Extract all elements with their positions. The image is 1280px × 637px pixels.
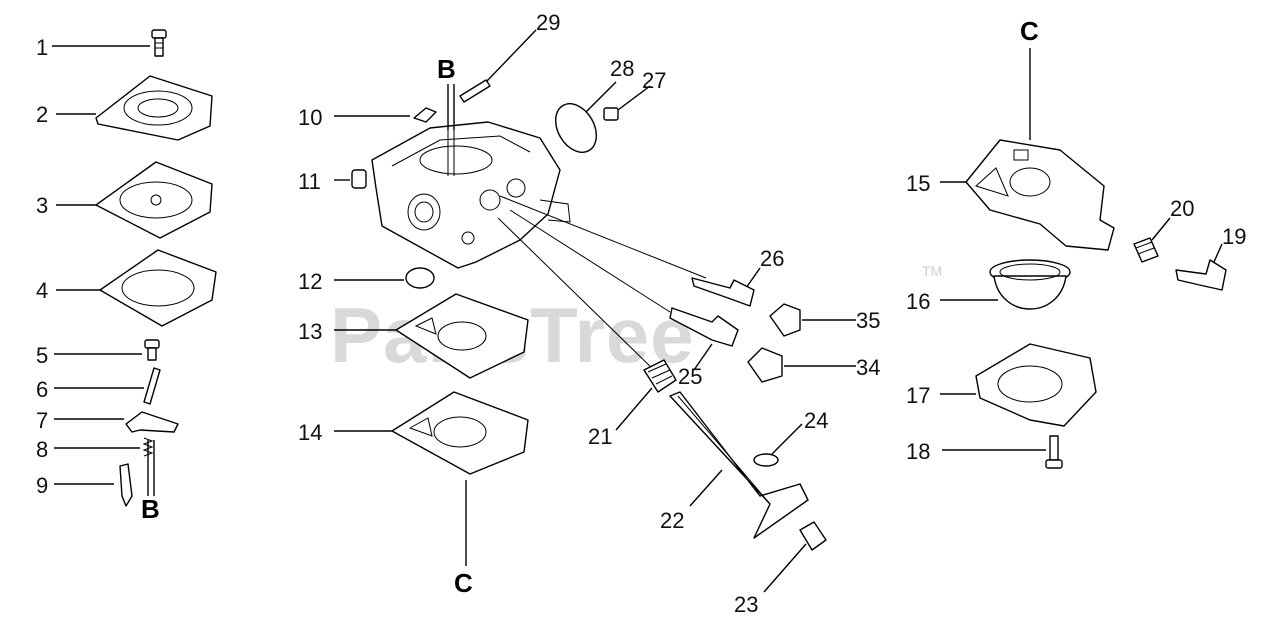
label-8: 8: [36, 437, 48, 462]
ref-b-bottom: B: [141, 494, 160, 524]
label-19: 19: [1222, 224, 1246, 249]
part-24-clip[interactable]: [753, 423, 803, 467]
label-22: 22: [660, 508, 684, 533]
part-35-cap[interactable]: [769, 303, 856, 337]
part-carburetor-body[interactable]: [371, 121, 571, 269]
part-12-cap[interactable]: [334, 267, 435, 289]
label-6: 6: [36, 377, 48, 402]
label-5: 5: [36, 343, 48, 368]
part-14-gasket[interactable]: [334, 391, 529, 475]
part-28-disc[interactable]: [547, 81, 617, 160]
label-21: 21: [588, 424, 612, 449]
part-22-shaft[interactable]: [669, 391, 809, 539]
label-7: 7: [36, 408, 48, 433]
label-10: 10: [298, 105, 322, 130]
part-3-diaphragm[interactable]: [56, 161, 213, 239]
label-16: 16: [906, 289, 930, 314]
part-15-cover[interactable]: [940, 139, 1115, 251]
ref-c-bottom: C: [454, 568, 473, 598]
label-27: 27: [642, 68, 666, 93]
part-4-gasket[interactable]: [56, 249, 217, 327]
part-13-gasket[interactable]: [334, 293, 529, 379]
label-17: 17: [906, 383, 930, 408]
part-17-plate[interactable]: [940, 343, 1097, 427]
label-24: 24: [804, 408, 828, 433]
ref-b-top: B: [437, 54, 456, 84]
label-20: 20: [1170, 196, 1194, 221]
label-11: 11: [298, 169, 321, 194]
part-23-screw[interactable]: [763, 521, 827, 593]
label-2: 2: [36, 102, 48, 127]
label-14: 14: [298, 420, 322, 445]
label-1: 1: [36, 35, 48, 60]
part-8-spring[interactable]: [54, 437, 154, 457]
part-1-screw[interactable]: [52, 29, 167, 57]
part-19-screw[interactable]: [1175, 243, 1227, 291]
part-10-clip[interactable]: [334, 107, 437, 123]
part-7-lever[interactable]: [54, 411, 179, 433]
part-25-needle-screw[interactable]: [669, 307, 739, 371]
label-9: 9: [36, 473, 48, 498]
label-23: 23: [734, 592, 758, 617]
part-16-primer-bulb[interactable]: [940, 259, 1071, 310]
label-3: 3: [36, 193, 48, 218]
part-34-cap[interactable]: [747, 347, 856, 383]
label-26: 26: [760, 246, 784, 271]
label-25: 25: [678, 364, 702, 389]
part-5-screw[interactable]: [54, 339, 160, 361]
label-35: 35: [856, 308, 880, 333]
part-26-needle-screw[interactable]: [691, 267, 761, 307]
part-6-pin[interactable]: [54, 367, 161, 405]
label-34: 34: [856, 355, 880, 380]
label-18: 18: [906, 439, 930, 464]
label-28: 28: [610, 56, 634, 81]
label-15: 15: [906, 171, 930, 196]
part-9-needle[interactable]: [54, 463, 133, 507]
part-21-spring[interactable]: [615, 359, 677, 431]
ref-c-top: C: [1020, 16, 1039, 46]
part-11-plug[interactable]: [334, 169, 367, 189]
part-29-pin[interactable]: [459, 29, 537, 103]
label-4: 4: [36, 278, 48, 303]
label-12: 12: [298, 269, 322, 294]
part-20-spring[interactable]: [1133, 217, 1171, 263]
part-2-cover[interactable]: [56, 75, 213, 141]
part-18-screw[interactable]: [942, 435, 1063, 469]
label-29: 29: [536, 10, 560, 35]
label-13: 13: [298, 319, 322, 344]
watermark-tm: TM: [922, 263, 942, 279]
part-27-screw[interactable]: [603, 85, 651, 121]
